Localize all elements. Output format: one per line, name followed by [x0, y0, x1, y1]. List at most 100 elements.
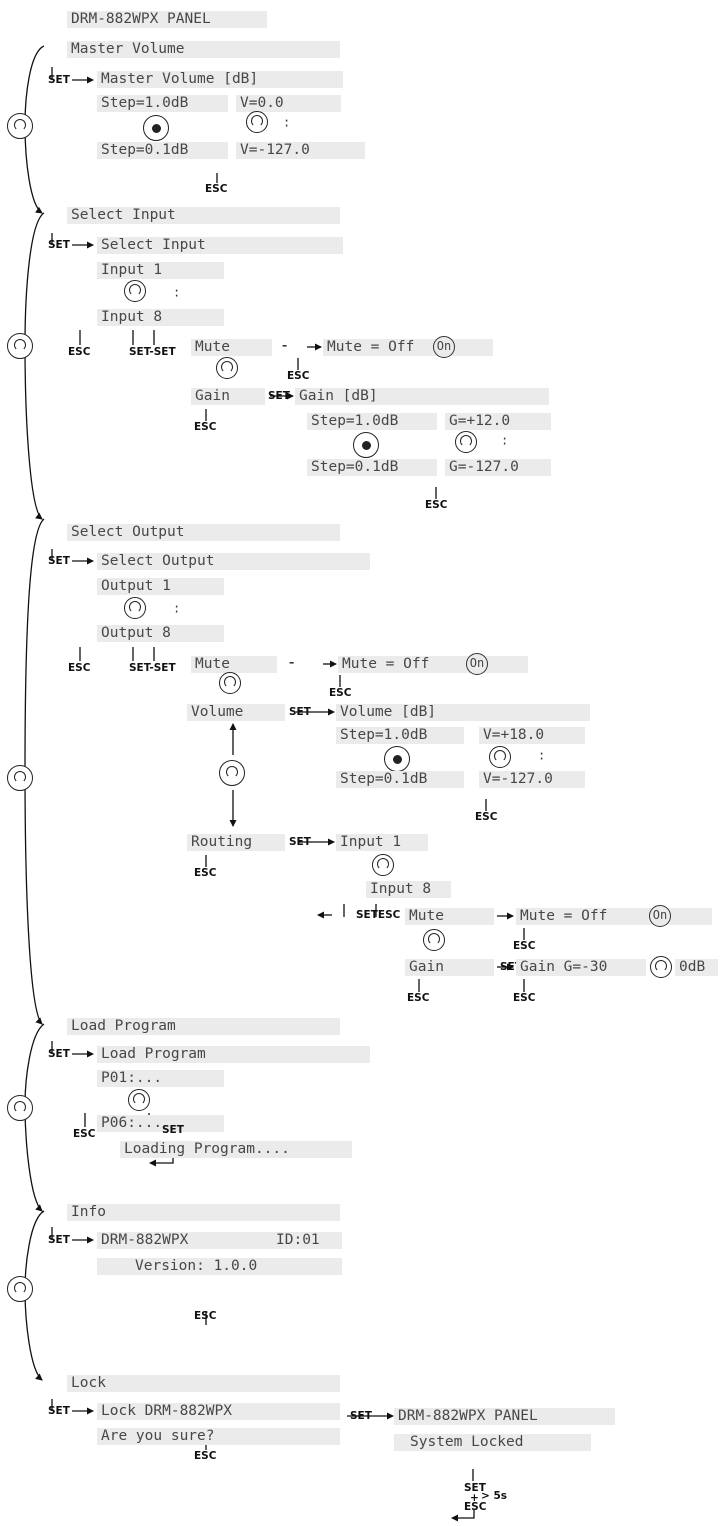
output-mute-on[interactable]: On	[466, 653, 488, 675]
loading-program: Loading Program....	[120, 1141, 352, 1158]
set-label: SET	[350, 1410, 372, 1422]
master-v-max: V=0.0	[236, 95, 341, 112]
set-label: SET	[268, 390, 290, 402]
esc-label: ESC	[329, 687, 352, 699]
esc-label: ESC	[194, 421, 217, 433]
esc-label: ESC	[68, 346, 91, 358]
routing-gain-value: Gain G=-30	[516, 959, 646, 976]
menu-cycle-knob-icon[interactable]	[7, 333, 33, 359]
menu-select-output[interactable]: Select Output	[67, 524, 340, 541]
input-step-coarse: Step=1.0dB	[307, 413, 437, 430]
menu-select-input[interactable]: Select Input	[67, 207, 340, 224]
menu-cycle-knob-icon[interactable]	[7, 765, 33, 791]
routing-mute-value: Mute = Off	[516, 908, 712, 925]
menu-info[interactable]: Info	[67, 1204, 340, 1221]
input-mute-value: Mute = Off	[323, 339, 493, 356]
input-last: Input 8	[97, 309, 224, 326]
rotary-knob-icon[interactable]	[423, 929, 445, 951]
set-label: SET	[48, 1405, 70, 1417]
input-first: Input 1	[97, 262, 224, 279]
output-step-coarse: Step=1.0dB	[336, 727, 464, 744]
lock-header: Lock DRM-882WPX	[97, 1403, 340, 1420]
esc-label: ESC	[194, 1450, 217, 1462]
rotary-knob-icon[interactable]	[216, 357, 238, 379]
hold-time-label: > 5s	[481, 1490, 508, 1502]
esc-label: ESC	[407, 992, 430, 1004]
menu-cycle-knob-icon[interactable]	[7, 1276, 33, 1302]
output-v-min: V=-127.0	[479, 771, 585, 788]
set-label: SET	[48, 74, 70, 86]
esc-label: ESC	[194, 867, 217, 879]
master-step-fine: Step=0.1dB	[97, 142, 228, 159]
lock-confirm: Are you sure?	[97, 1428, 340, 1445]
set-label: SET	[289, 706, 311, 718]
rotary-knob-icon[interactable]	[124, 597, 146, 619]
select-input-header: Select Input	[97, 237, 343, 254]
info-model: DRM-882WPX	[97, 1232, 272, 1249]
lock-result-title: DRM-882WPX PANEL	[394, 1408, 615, 1425]
set-label: SET	[48, 1048, 70, 1060]
set-label: SET	[48, 1234, 70, 1246]
rotary-knob-icon[interactable]	[372, 854, 394, 876]
master-volume-header: Master Volume [dB]	[97, 71, 343, 88]
input-step-fine: Step=0.1dB	[307, 459, 437, 476]
panel-title: DRM-882WPX PANEL	[67, 11, 267, 28]
menu-load-program[interactable]: Load Program	[67, 1018, 340, 1035]
master-step-coarse: Step=1.0dB	[97, 95, 228, 112]
menu-cycle-knob-icon[interactable]	[7, 113, 33, 139]
esc-label: ESC	[464, 1501, 487, 1513]
menu-master-volume[interactable]: Master Volume	[67, 41, 340, 58]
output-v-max: V=+18.0	[479, 727, 585, 744]
rotary-knob-icon[interactable]	[455, 431, 477, 453]
lock-result-status: System Locked	[394, 1434, 591, 1451]
rotary-knob-icon[interactable]	[650, 956, 672, 978]
output-step-fine: Step=0.1dB	[336, 771, 464, 788]
input-gain: Gain	[191, 388, 265, 405]
plus-label: +	[470, 1492, 479, 1504]
output-first: Output 1	[97, 578, 224, 595]
set-esc-label: SETESC	[356, 909, 401, 921]
input-g-max: G=+12.0	[445, 413, 551, 430]
esc-label: ESC	[513, 940, 536, 952]
esc-label: ESC	[73, 1128, 96, 1140]
dash: –	[282, 340, 288, 352]
info-id: ID:01	[272, 1232, 342, 1249]
menu-cycle-knob-icon[interactable]	[7, 1095, 33, 1121]
rotary-knob-icon[interactable]	[219, 760, 245, 786]
push-knob-icon[interactable]	[353, 432, 379, 458]
dash: –	[289, 657, 295, 669]
output-volume: Volume	[187, 704, 285, 721]
rotary-knob-icon[interactable]	[246, 111, 268, 133]
routing-last: Input 8	[366, 881, 451, 898]
push-knob-icon[interactable]	[143, 115, 169, 141]
routing-gain-max: 0dB	[675, 959, 718, 976]
input-gain-header: Gain [dB]	[295, 388, 549, 405]
routing-mute-on[interactable]: On	[649, 905, 671, 927]
esc-label: ESC	[287, 370, 310, 382]
program-first: P01:...	[97, 1070, 224, 1087]
master-v-min: V=-127.0	[236, 142, 365, 159]
rotary-knob-icon[interactable]	[219, 672, 241, 694]
rotary-knob-icon[interactable]	[489, 746, 511, 768]
set-label: SET	[48, 239, 70, 251]
input-g-min: G=-127.0	[445, 459, 551, 476]
set-label: SET	[464, 1482, 486, 1494]
output-mute: Mute	[191, 656, 277, 673]
rotary-knob-icon[interactable]	[128, 1089, 150, 1111]
esc-label: ESC	[68, 662, 91, 674]
rotary-knob-icon[interactable]	[124, 280, 146, 302]
esc-label: ESC	[475, 811, 498, 823]
menu-lock[interactable]: Lock	[67, 1375, 340, 1392]
set-set-label: SET-SET	[129, 346, 176, 358]
esc-label: ESC	[425, 499, 448, 511]
set-set-label: SET-SET	[129, 662, 176, 674]
routing-gain: Gain	[405, 959, 494, 976]
routing-first: Input 1	[336, 834, 428, 851]
load-program-header: Load Program	[97, 1046, 370, 1063]
esc-label: ESC	[194, 1310, 217, 1322]
push-knob-icon[interactable]	[384, 746, 410, 772]
set-label: SET	[162, 1124, 184, 1136]
output-volume-header: Volume [dB]	[336, 704, 590, 721]
input-mute-on[interactable]: On	[433, 336, 455, 358]
